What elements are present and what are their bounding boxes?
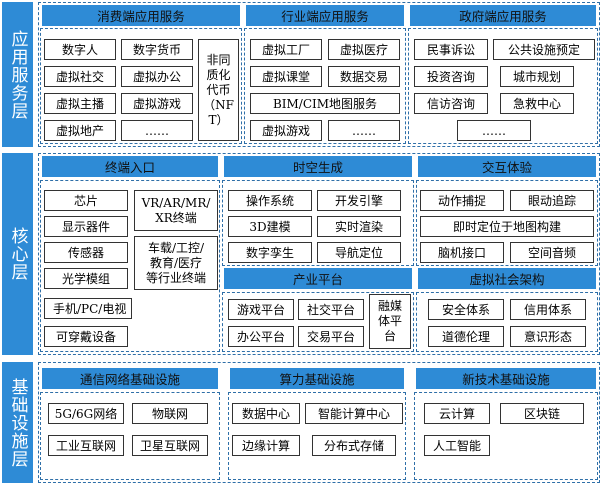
gov-item-urban-planning: 城市规划 — [500, 66, 574, 87]
industry-item-bim-cim: BIM/CIM地图服务 — [250, 93, 400, 114]
spacetime-item-dev-engine: 开发引擎 — [317, 190, 401, 211]
terminal-item-sensor: 传感器 — [44, 242, 128, 263]
spacetime-item-navigation: 导航定位 — [317, 242, 401, 263]
interaction-item-eye-tracking: 眼动追踪 — [510, 190, 594, 211]
consumer-item-digital-currency: 数字货币 — [121, 39, 193, 60]
spacetime-item-realtime-render: 实时渲染 — [317, 216, 401, 237]
platform-item-convergence-media: 融媒 体平 台 — [369, 294, 411, 349]
terminal-item-display: 显示器件 — [44, 216, 128, 237]
layer-label-infrastructure: 基础设施层 — [2, 362, 33, 483]
industry-item-virtual-medical: 虚拟医疗 — [328, 39, 400, 60]
terminal-section — [40, 180, 220, 352]
compute-section — [228, 392, 406, 480]
newtech-section — [414, 392, 598, 480]
network-item-industrial-internet: 工业互联网 — [48, 435, 124, 456]
platform-section — [222, 292, 414, 352]
infrastructure-layer-frame — [38, 362, 600, 483]
network-section-title: 通信网络基础设施 — [42, 368, 218, 389]
newtech-item-blockchain: 区块链 — [500, 403, 584, 424]
terminal-item-vr-ar-mr-xr: VR/AR/MR/ XR终端 — [134, 190, 218, 231]
interaction-item-spatial-audio: 空间音频 — [510, 242, 594, 263]
newtech-section-title: 新技术基础设施 — [416, 368, 596, 389]
consumer-item-virtual-social: 虚拟社交 — [44, 66, 116, 87]
spacetime-item-os: 操作系统 — [228, 190, 312, 211]
industry-section-title: 行业端应用服务 — [246, 5, 404, 26]
interaction-item-bci: 脑机接口 — [420, 242, 504, 263]
terminal-item-wearable: 可穿戴设备 — [44, 326, 128, 347]
interaction-section-title: 交互体验 — [418, 156, 596, 177]
industry-section — [244, 28, 406, 144]
industry-item-virtual-classroom: 虚拟课堂 — [250, 66, 322, 87]
industry-item-more: …… — [328, 120, 400, 141]
terminal-item-optical-module: 光学模组 — [44, 268, 128, 289]
consumer-item-virtual-anchor: 虚拟主播 — [44, 93, 116, 114]
newtech-item-ai: 人工智能 — [424, 435, 490, 456]
layer-label-core: 核心层 — [2, 153, 33, 355]
interaction-item-motion-capture: 动作捕捉 — [420, 190, 504, 211]
compute-item-intelligent-computing: 智能计算中心 — [305, 403, 403, 424]
consumer-item-virtual-estate: 虚拟地产 — [44, 120, 116, 141]
society-section — [416, 292, 598, 352]
industry-item-data-trading: 数据交易 — [328, 66, 400, 87]
spacetime-item-digital-twin: 数字孪生 — [228, 242, 312, 263]
consumer-item-nft: 非同 质化 代币 （NF T） — [198, 39, 239, 141]
gov-item-emergency-center: 急救中心 — [500, 93, 574, 114]
consumer-item-digital-human: 数字人 — [44, 39, 116, 60]
platform-item-trading: 交易平台 — [298, 326, 364, 347]
terminal-item-phone-pc-tv: 手机/PC/电视 — [44, 298, 132, 319]
terminal-item-industry-terminals: 车载/工控/ 教育/医疗 等行业终端 — [134, 236, 218, 290]
compute-section-title: 算力基础设施 — [230, 368, 404, 389]
society-item-ethics: 道德伦理 — [428, 326, 504, 347]
consumer-item-virtual-office: 虚拟办公 — [121, 66, 193, 87]
society-item-ideology: 意识形态 — [510, 326, 586, 347]
society-section-title: 虚拟社会架构 — [418, 268, 596, 289]
platform-item-game: 游戏平台 — [228, 299, 294, 320]
government-section-title: 政府端应用服务 — [410, 5, 596, 26]
society-item-credit: 信用体系 — [510, 299, 586, 320]
spacetime-section — [222, 180, 414, 266]
consumer-item-more: …… — [121, 120, 193, 141]
society-item-security: 安全体系 — [428, 299, 504, 320]
compute-item-data-center: 数据中心 — [232, 403, 300, 424]
industry-item-virtual-factory: 虚拟工厂 — [250, 39, 322, 60]
compute-item-distributed-storage: 分布式存储 — [312, 435, 396, 456]
gov-item-more: …… — [457, 120, 531, 141]
newtech-item-cloud: 云计算 — [424, 403, 490, 424]
government-section — [408, 28, 598, 144]
spacetime-item-3d-modeling: 3D建模 — [228, 216, 312, 237]
layer-label-application: 应用服务层 — [2, 2, 33, 147]
gov-item-petition-consult: 信访咨询 — [414, 93, 488, 114]
platform-section-title: 产业平台 — [224, 268, 412, 289]
terminal-item-chip: 芯片 — [44, 190, 128, 211]
compute-item-edge-computing: 边缘计算 — [232, 435, 300, 456]
core-layer-frame — [38, 153, 600, 355]
application-layer-frame — [38, 2, 600, 147]
gov-item-public-facility-booking: 公共设施预定 — [493, 39, 595, 60]
network-item-5g-6g: 5G/6G网络 — [48, 403, 124, 424]
consumer-section-title: 消费端应用服务 — [42, 5, 240, 26]
interaction-section — [416, 180, 598, 266]
platform-item-social: 社交平台 — [298, 299, 364, 320]
platform-item-office: 办公平台 — [228, 326, 294, 347]
network-item-iot: 物联网 — [132, 403, 208, 424]
gov-item-civil-litigation: 民事诉讼 — [414, 39, 488, 60]
gov-item-investment-consult: 投资咨询 — [414, 66, 488, 87]
industry-item-virtual-game: 虚拟游戏 — [250, 120, 322, 141]
terminal-section-title: 终端入口 — [42, 156, 218, 177]
consumer-section — [40, 28, 242, 144]
interaction-item-slam: 即时定位于地图构建 — [420, 216, 594, 237]
consumer-item-virtual-game: 虚拟游戏 — [121, 93, 193, 114]
spacetime-section-title: 时空生成 — [224, 156, 412, 177]
network-item-satellite-internet: 卫星互联网 — [132, 435, 208, 456]
network-section — [40, 392, 220, 480]
